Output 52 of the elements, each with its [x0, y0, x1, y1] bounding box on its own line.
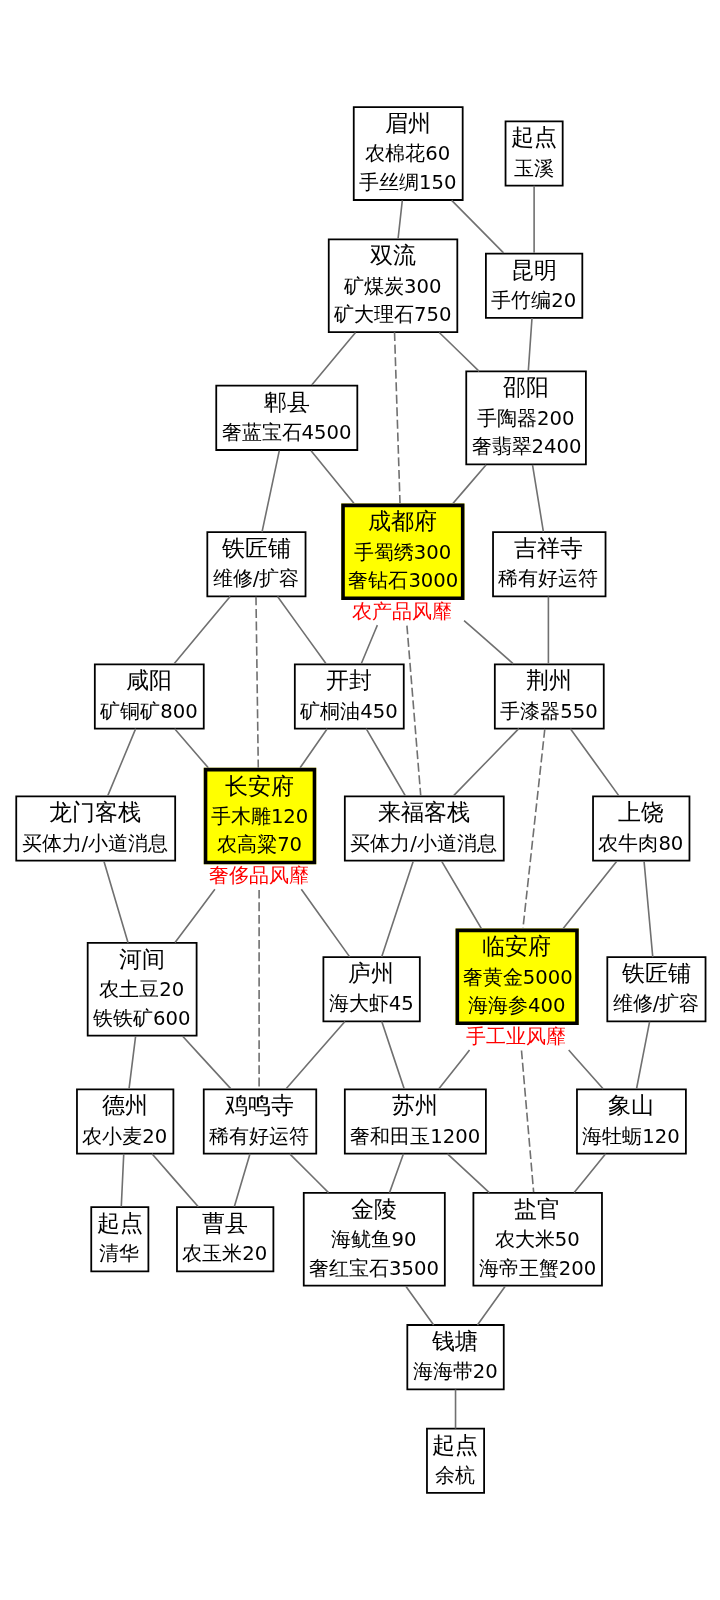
connector	[406, 624, 422, 797]
connector	[569, 727, 620, 797]
connector	[452, 727, 520, 797]
connector	[635, 1020, 651, 1090]
connector	[547, 595, 550, 665]
connector	[310, 331, 357, 386]
node-label: 手工业风靡	[466, 1024, 567, 1048]
connector	[288, 1153, 330, 1194]
connector	[454, 1388, 457, 1430]
connector	[573, 1153, 607, 1194]
connector	[285, 1020, 346, 1090]
connector	[531, 464, 545, 533]
connector	[533, 185, 535, 254]
connector	[437, 1049, 471, 1090]
connector	[440, 860, 483, 930]
connector	[393, 331, 401, 505]
connector	[643, 860, 654, 958]
connector	[360, 624, 379, 665]
connector	[388, 1153, 405, 1194]
node-label: 奢侈品风靡	[209, 863, 310, 887]
connector	[128, 1035, 137, 1090]
connector	[438, 331, 480, 373]
connector	[181, 1035, 232, 1090]
connector	[365, 727, 407, 797]
connector	[173, 595, 231, 665]
connector	[107, 727, 137, 797]
connector	[103, 860, 129, 944]
connector	[452, 464, 487, 505]
connector	[255, 595, 260, 769]
connector	[233, 1153, 251, 1208]
connector	[151, 1153, 200, 1208]
connector	[300, 888, 351, 958]
connector	[520, 1049, 535, 1193]
connector	[476, 1285, 506, 1326]
connector	[120, 1153, 125, 1208]
connector	[450, 199, 505, 254]
connector	[299, 727, 329, 769]
connector	[380, 860, 414, 958]
connector	[562, 860, 618, 930]
connector	[310, 449, 355, 505]
connector	[380, 1020, 405, 1090]
connector	[405, 1285, 435, 1326]
connector	[174, 888, 216, 944]
connector	[276, 595, 327, 665]
connector	[527, 317, 533, 372]
connector	[463, 619, 515, 665]
connector	[446, 1153, 491, 1194]
connector	[567, 1049, 605, 1090]
connector	[397, 199, 404, 240]
connector	[261, 449, 281, 533]
connector	[173, 727, 210, 769]
node-label: 农产品风靡	[351, 599, 452, 623]
